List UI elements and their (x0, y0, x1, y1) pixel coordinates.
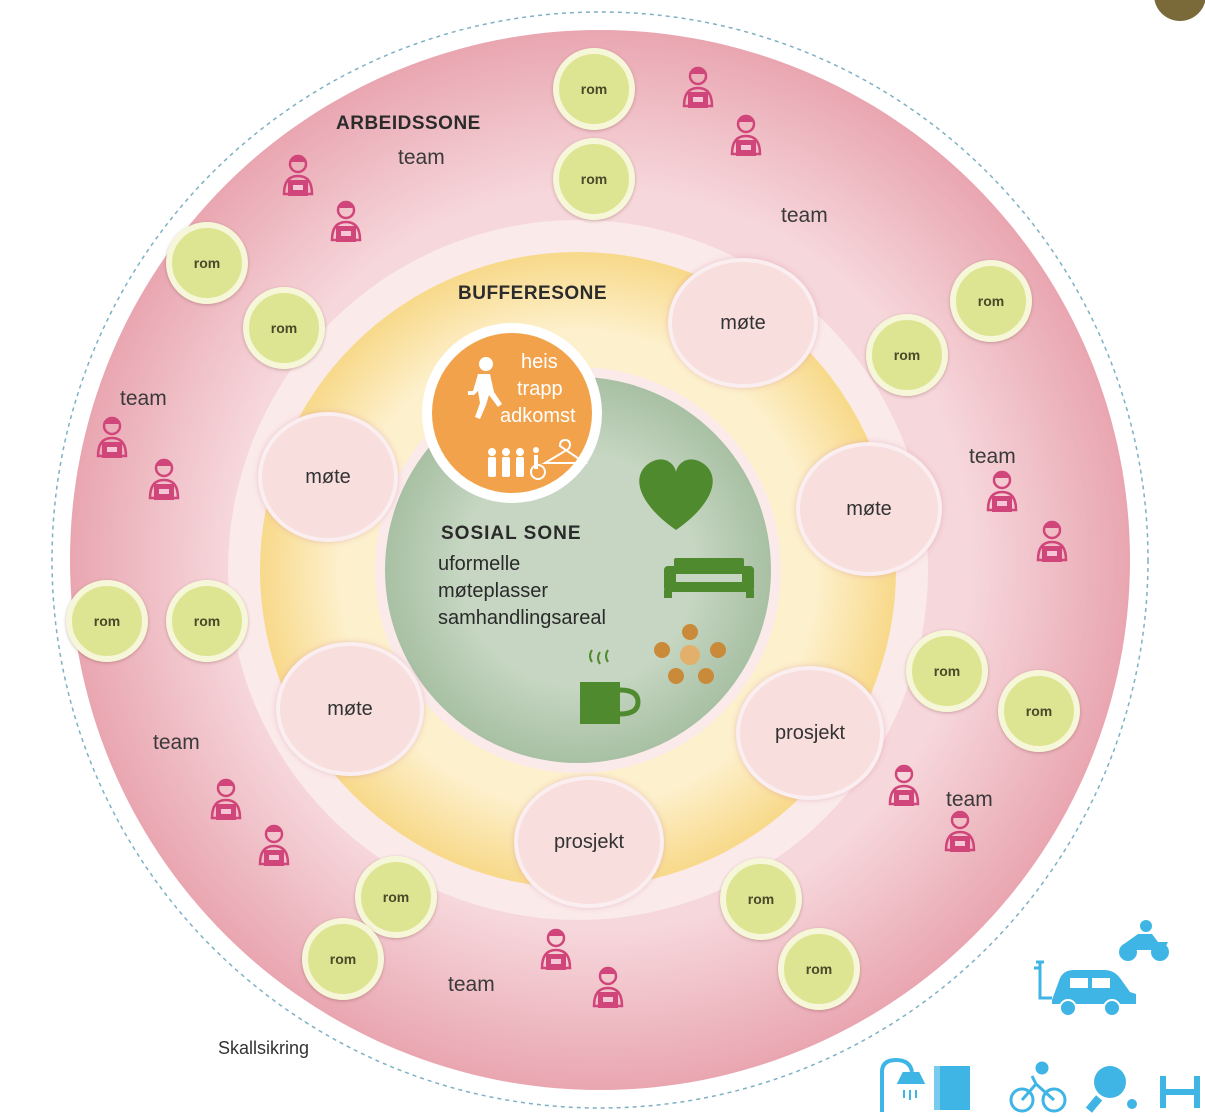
core-line-heis: heis (521, 351, 558, 373)
room-circle: rom (66, 580, 148, 662)
person-laptop-icon (210, 778, 242, 820)
electric-car-icon (1034, 960, 1136, 1017)
person-laptop-icon (148, 458, 180, 500)
meeting-circle: møte (668, 258, 818, 388)
team-label: team (946, 788, 993, 811)
person-laptop-icon (258, 824, 290, 866)
project-circle: prosjekt (514, 776, 664, 908)
person-laptop-icon (540, 928, 572, 970)
room-circle: rom (355, 856, 437, 938)
meeting-circle: møte (276, 642, 424, 776)
room-circle: rom (553, 48, 635, 130)
hanger-icon (541, 438, 589, 464)
person-laptop-icon (986, 470, 1018, 512)
sofa-icon (664, 558, 754, 598)
coffee-cup-icon (580, 649, 641, 724)
person-laptop-icon (1036, 520, 1068, 562)
room-circle: rom (906, 630, 988, 712)
room-circle: rom (720, 858, 802, 940)
room-circle: rom (950, 260, 1032, 342)
social-line-samhandlingsareal: samhandlingsareal (438, 607, 606, 629)
person-laptop-icon (330, 200, 362, 242)
meeting-circle: møte (258, 412, 398, 542)
corner-badge (1154, 0, 1205, 21)
team-label: team (120, 387, 167, 410)
room-circle: rom (778, 928, 860, 1010)
dumbbell-icon (1160, 1076, 1200, 1108)
sosial-sone-title: SOSIAL SONE (441, 523, 582, 544)
bicycle-icon (1009, 1061, 1067, 1113)
people-group (96, 66, 1068, 1008)
person-laptop-icon (730, 114, 762, 156)
room-circle: rom (998, 670, 1080, 752)
project-circle: prosjekt (736, 666, 884, 800)
team-label: team (153, 731, 200, 754)
core-circle-fill (432, 333, 592, 493)
meeting-circle: møte (796, 442, 942, 576)
person-laptop-icon (944, 810, 976, 852)
team-label: team (781, 204, 828, 227)
table-tennis-icon (1085, 1066, 1137, 1113)
social-line-uformelle: uformelle (438, 553, 521, 575)
locker-icon (934, 1066, 970, 1110)
team-label: team (969, 445, 1016, 468)
shower-icon (880, 1057, 926, 1112)
people-accessibility-icon (488, 447, 546, 480)
room-circle: rom (166, 222, 248, 304)
person-laptop-icon (888, 764, 920, 806)
shell-boundary (51, 11, 1149, 1109)
core-line-adkomst: adkomst (500, 405, 576, 427)
room-circle: rom (166, 580, 248, 662)
room-circle: rom (302, 918, 384, 1000)
team-label: team (398, 146, 445, 169)
arbeidssone-title: ARBEIDSSONE (336, 113, 481, 134)
people-circle-icon (654, 624, 726, 684)
person-laptop-icon (682, 66, 714, 108)
core-line-trapp: trapp (517, 378, 563, 400)
person-laptop-icon (592, 966, 624, 1008)
room-circle: rom (553, 138, 635, 220)
skallsikring-label: Skallsikring (218, 1038, 310, 1058)
team-label: team (448, 973, 495, 996)
person-laptop-icon (282, 154, 314, 196)
person-laptop-icon (96, 416, 128, 458)
bufferesone-title: BUFFERESONE (458, 283, 608, 304)
room-circle: rom (243, 287, 325, 369)
heart-icon (639, 459, 713, 530)
motorcycle-icon (1119, 920, 1169, 961)
social-line-moteplasser: møteplasser (438, 580, 549, 602)
room-circle: rom (866, 314, 948, 396)
walking-person-icon (468, 357, 502, 419)
